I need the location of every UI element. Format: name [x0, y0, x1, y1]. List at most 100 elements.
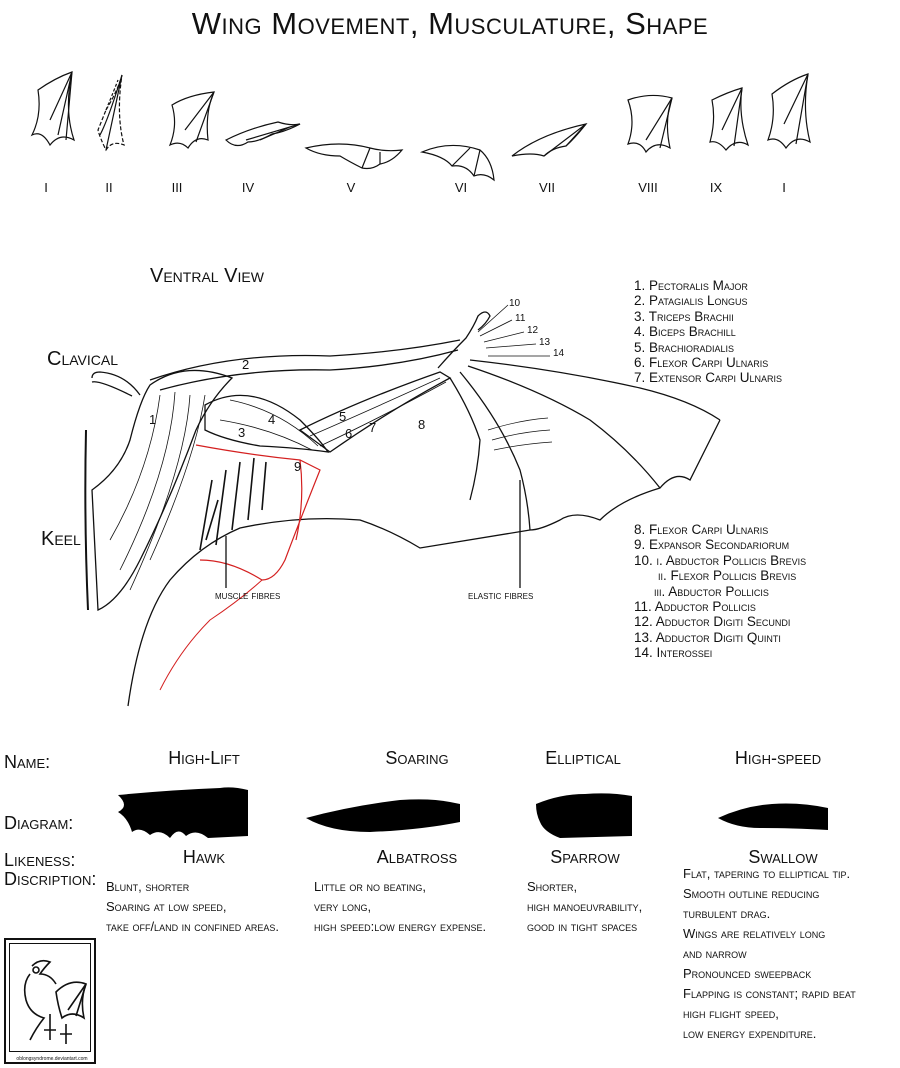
- stroke-label-9: IX: [709, 180, 723, 195]
- credit-text: oblongsyndrome.deviantart.com: [16, 1056, 88, 1062]
- elastic-fibres-label: elastic fibres: [468, 590, 534, 602]
- silhouette-elliptical: [536, 793, 632, 838]
- muscle-number-9: 9: [294, 459, 302, 474]
- forearm-muscles: [298, 371, 452, 453]
- shape-name-high-speed: High-speed: [734, 748, 822, 768]
- silhouette-soaring: [306, 799, 460, 832]
- muscle-list-item: 11. Adductor Pollicis: [634, 599, 756, 615]
- muscle-number-13: 13: [539, 337, 551, 348]
- description-line: very long,: [314, 899, 372, 914]
- muscle-number-6: 6: [345, 426, 353, 441]
- wing-stroke-6: [419, 144, 495, 182]
- muscle-fibres-label: muscle fibres: [215, 590, 281, 602]
- description-line: Soaring at low speed,: [106, 899, 227, 914]
- description-high-speed: Flat, tapering to elliptical tip. Smooth…: [683, 864, 856, 1044]
- wing-stroke-9: [709, 87, 750, 151]
- page-title: Wing Movement, Musculature, Shape: [191, 6, 709, 41]
- description-soaring: Little or no beating, very long, high sp…: [314, 877, 486, 937]
- muscle-list-item: 7. Extensor Carpi Ulnaris: [634, 370, 783, 386]
- description-line: turbulent drag.: [683, 906, 771, 921]
- upper-arm-muscles: [204, 394, 330, 453]
- clavical-label: Clavical: [47, 348, 118, 370]
- keel-label: Keel: [41, 528, 81, 550]
- shape-name-soaring: Soaring: [385, 748, 449, 768]
- muscle-list-item: 14. Interossei: [634, 645, 713, 661]
- description-row-label: Discription:: [4, 869, 97, 889]
- muscle-number-1: 1: [149, 412, 157, 427]
- description-line: Smooth outline reducing: [683, 886, 820, 901]
- stroke-label-2: II: [105, 180, 113, 195]
- muscle-list-item: 12. Adductor Digiti Secundi: [634, 614, 791, 630]
- silhouette-high-lift: [118, 787, 248, 838]
- muscle-number-8: 8: [418, 417, 426, 432]
- muscle-list-item: 5. Brachioradialis: [634, 339, 735, 355]
- muscle-number-3: 3: [238, 425, 246, 440]
- description-elliptical: Shorter, high manoeuvrability, good in t…: [527, 877, 642, 937]
- muscle-list-item: 13. Adductor Digiti Quinti: [634, 629, 781, 645]
- description-line: and narrow: [683, 946, 747, 961]
- dragon-emblem-icon: [23, 959, 88, 1044]
- muscle-list-item: ii. Flexor Pollicis Brevis: [658, 568, 797, 584]
- description-line: Blunt, shorter: [106, 879, 190, 894]
- shape-name-high-lift: High-Lift: [168, 748, 240, 768]
- keel-line: [84, 429, 89, 611]
- stroke-label-8: VIII: [638, 180, 658, 195]
- muscle-list-item: 1. Pectoralis Major: [634, 278, 748, 293]
- muscle-list-item: 2. Patagialis Longus: [634, 293, 748, 309]
- muscle-number-2: 2: [242, 357, 250, 372]
- stroke-label-4: IV: [241, 180, 255, 195]
- muscle-list-item: 3. Triceps Brachii: [634, 308, 734, 324]
- description-line: high manoeuvrability,: [527, 899, 643, 914]
- muscle-list-item: 9. Expansor Secondariorum: [634, 537, 790, 553]
- muscle-number-4: 4: [268, 412, 276, 427]
- stroke-label-3: III: [171, 180, 183, 195]
- description-line: low energy expenditure.: [683, 1026, 817, 1041]
- likeness-swallow: Swallow: [748, 847, 818, 867]
- wing-stroke-4: [224, 121, 301, 147]
- likeness-hawk: Hawk: [182, 847, 226, 867]
- wing-finger-4: [449, 377, 481, 501]
- description-line: Wings are relatively long: [683, 926, 826, 941]
- wing-movement-sequence: [30, 71, 811, 182]
- muscle-list-item: 6. Flexor Carpi Ulnaris: [634, 355, 769, 371]
- description-line: high speed:low energy expense.: [314, 919, 487, 934]
- muscle-number-12: 12: [527, 325, 539, 336]
- description-line: Shorter,: [527, 879, 578, 894]
- muscle-list-item: iii. Abductor Pollicis: [654, 583, 769, 599]
- logo-frame: [9, 943, 91, 1052]
- wing-finger-3: [459, 371, 531, 531]
- patagialis-muscle: [149, 339, 461, 391]
- muscle-number-11: 11: [515, 313, 526, 324]
- muscle-number-14: 14: [553, 348, 565, 359]
- description-line: take off/land in confined areas.: [106, 919, 280, 934]
- muscle-list-2: 8. Flexor Carpi Ulnaris 9. Expansor Seco…: [634, 522, 806, 661]
- likeness-sparrow: Sparrow: [550, 847, 620, 867]
- wing-stroke-3: [168, 91, 215, 149]
- description-line: Flapping is constant; rapid beat: [683, 986, 856, 1001]
- muscle-list-1: 1. Pectoralis Major 2. Patagialis Longus…: [634, 278, 782, 386]
- muscle-list-item: 8. Flexor Carpi Ulnaris: [634, 522, 769, 537]
- callout-lines: [477, 304, 550, 357]
- clavicle-bone: [91, 371, 141, 397]
- silhouette-high-speed: [718, 803, 828, 830]
- ventral-view-heading: Ventral View: [150, 265, 264, 287]
- wing-stroke-8: [627, 94, 673, 154]
- muscle-list-item: 4. Biceps Brachill: [634, 324, 736, 340]
- description-line: Pronounced sweepback: [683, 966, 812, 981]
- wing-finger-1: [469, 359, 721, 421]
- description-line: high flight speed,: [683, 1006, 779, 1021]
- wing-musculature-diagram: [84, 304, 721, 707]
- muscle-fibres-marks: [199, 457, 267, 551]
- description-line: good in tight spaces: [527, 919, 638, 934]
- wing-membrane-edge: [127, 419, 721, 707]
- muscle-list-item: 10. i. Abductor Pollicis Brevis: [634, 552, 807, 568]
- wing-stroke-2: [97, 74, 125, 152]
- artist-logo: oblongsyndrome.deviantart.com: [4, 938, 96, 1064]
- wing-stroke-1: [30, 71, 76, 147]
- stroke-label-10: I: [782, 180, 786, 195]
- description-line: Little or no beating,: [314, 879, 427, 894]
- expansor-secondariorum-outline: [195, 444, 321, 581]
- pectoralis-muscle: [91, 369, 234, 611]
- stroke-label-5: V: [346, 180, 356, 195]
